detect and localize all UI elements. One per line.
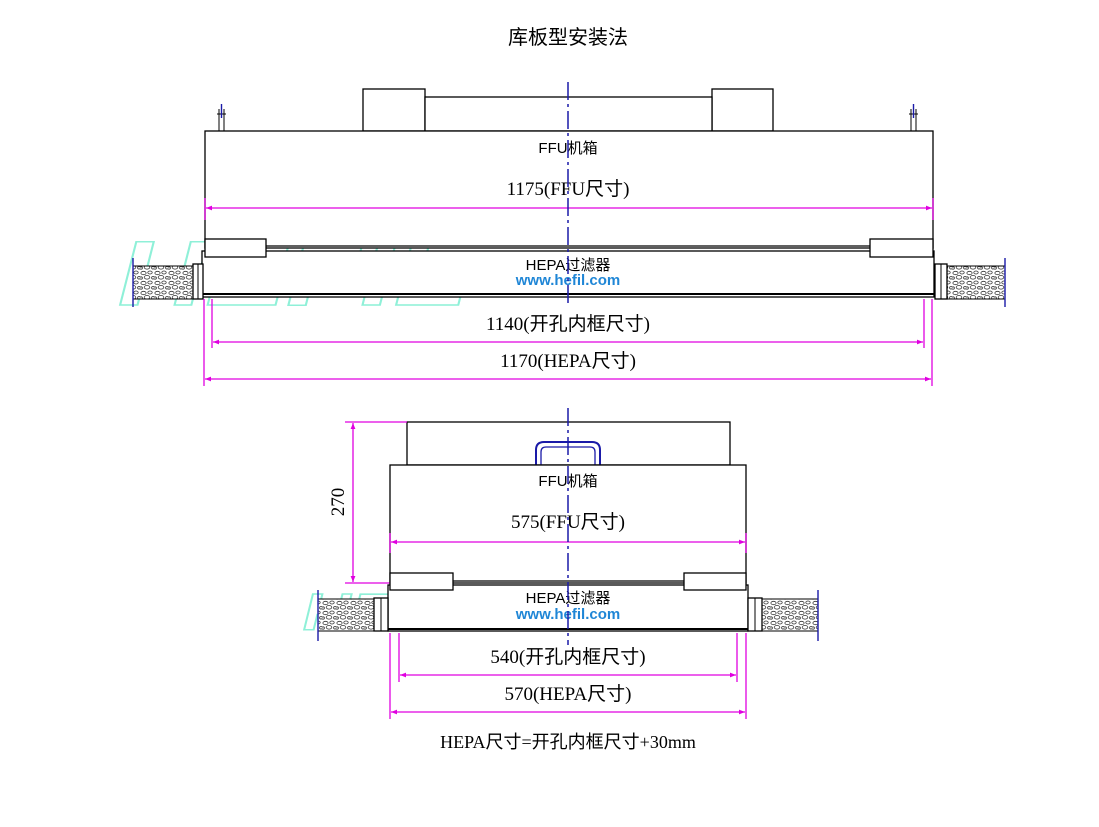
cut-dimension-label: 1140(开孔内框尺寸) xyxy=(486,313,650,335)
ffu-dimension-label: 1175(FFU尺寸) xyxy=(507,178,630,200)
motor-box-right xyxy=(711,88,774,132)
ceiling-panel-right xyxy=(946,265,1006,300)
top-assembly: HEFIL FFU机箱 1175(FFU尺寸) xyxy=(117,82,1006,386)
hepa-dimension-label: 570(HEPA尺寸) xyxy=(504,683,631,705)
ceiling-panel-right xyxy=(761,598,819,632)
hanging-bolt-right xyxy=(909,104,918,131)
motor-box-left xyxy=(362,88,426,132)
gasket-clamp-right xyxy=(869,238,934,258)
gasket-clamp-left xyxy=(204,238,267,258)
cut-dimension-label: 540(开孔内框尺寸) xyxy=(490,646,645,668)
page-title: 库板型安装法 xyxy=(508,26,628,49)
panel-edge-markers xyxy=(317,590,819,641)
bottom-assembly: HEFIL FFU机箱 575(FFU尺寸) 270 HEPA过滤器 www.h… xyxy=(302,408,819,719)
gasket-clamp-left xyxy=(389,572,454,591)
hepa-dimension-label: 1170(HEPA尺寸) xyxy=(500,350,636,372)
ffu-dimension-label: 575(FFU尺寸) xyxy=(511,511,625,533)
hanging-bolt-left xyxy=(217,104,226,131)
ceiling-panel-left xyxy=(132,265,194,300)
formula-caption: HEPA尺寸=开孔内框尺寸+30mm xyxy=(440,732,696,752)
ffu-housing xyxy=(204,130,934,249)
gasket-clamp-right xyxy=(683,572,747,591)
ceiling-panel-left xyxy=(317,598,375,632)
panel-edge-markers xyxy=(132,258,1006,307)
height-dimension-label: 270 xyxy=(328,488,349,517)
